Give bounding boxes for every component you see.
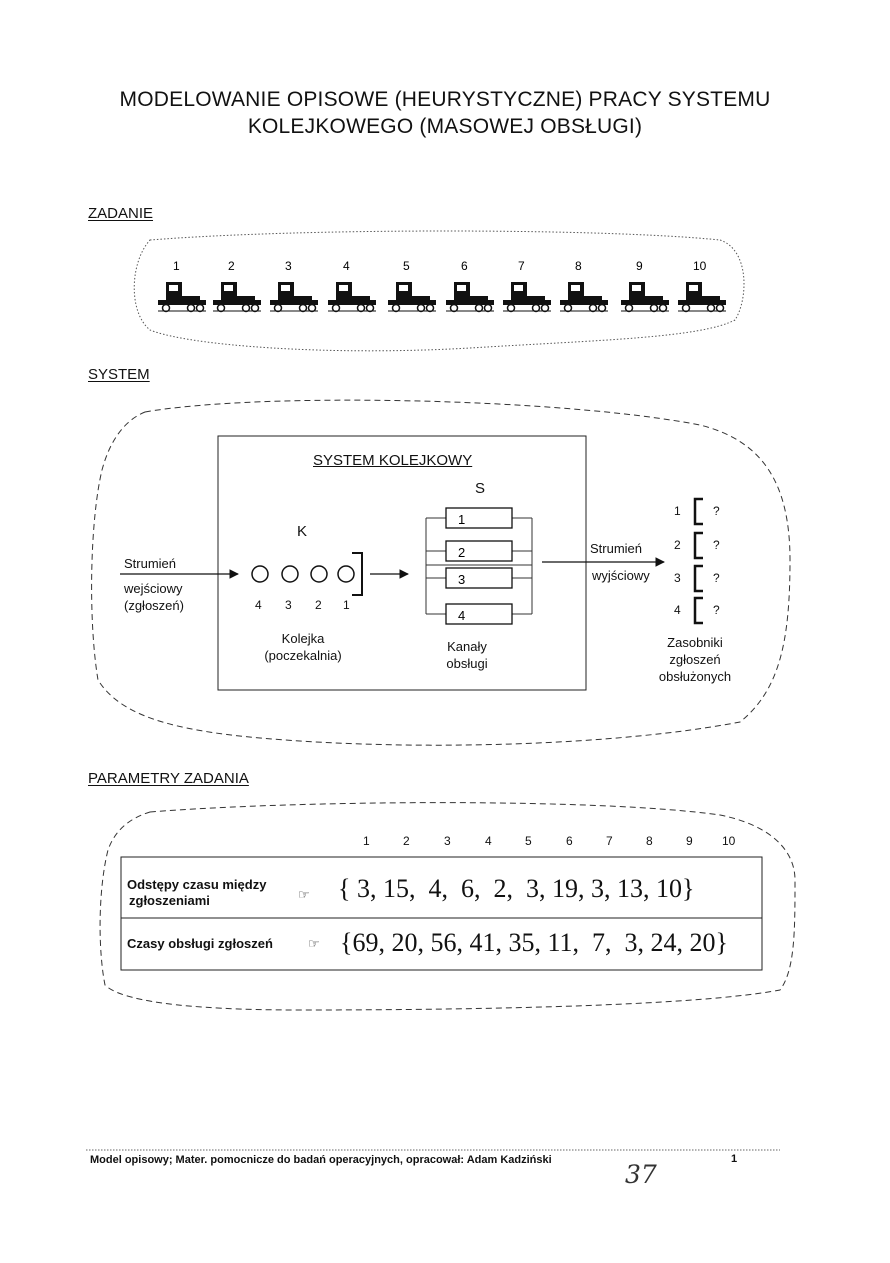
queue-slot-3: [281, 565, 299, 583]
param-column-number: 1: [363, 834, 370, 848]
bins-label-line-2: zgłoszeń: [669, 652, 721, 667]
row1-values: { 3, 15, 4, 6, 2, 3, 19, 3, 13, 10}: [338, 874, 695, 903]
footer-page-number: 1: [731, 1153, 738, 1165]
truck-icon: [621, 282, 669, 313]
queue-slot-4: [251, 565, 269, 583]
param-column-number: 4: [485, 834, 492, 848]
page-title: MODELOWANIE OPISOWE (HEURYSTYCZNE) PRACY…: [0, 86, 890, 140]
truck-icon: [446, 282, 494, 313]
param-column-number: 3: [444, 834, 451, 848]
channels-label-line-2: obsługi: [446, 656, 488, 671]
param-column-number: 8: [646, 834, 653, 848]
truck-number: 7: [518, 259, 525, 273]
bins-label-line-1: Zasobniki: [667, 635, 723, 650]
queue-label-line-2: (poczekalnia): [264, 648, 342, 663]
handwritten-page-number: 37: [625, 1160, 657, 1189]
bin-number-2: 2: [674, 538, 681, 552]
channel-3-label: 3: [458, 572, 465, 587]
truck-icon: [503, 282, 551, 313]
zadanie-cloud: [133, 230, 745, 352]
param-column-number: 7: [606, 834, 613, 848]
section-heading-parametry: PARAMETRY ZADANIA: [88, 770, 249, 787]
truck-icon: [158, 282, 206, 313]
bin-mark-4: ?: [713, 603, 720, 617]
channels-label-line-1: Kanały: [447, 639, 487, 654]
row1-label: Odstępy czasu między zgłoszeniami: [127, 877, 266, 909]
truck-number: 9: [636, 259, 643, 273]
queue-label-line-1: Kolejka: [281, 631, 325, 646]
channels-label: Kanały obsługi: [432, 638, 502, 672]
queue-slot-1: [337, 565, 355, 583]
channel-4-label: 4: [458, 608, 465, 623]
output-label-1: Strumień: [590, 541, 643, 556]
param-column-number: 5: [525, 834, 532, 848]
truck-number: 10: [693, 259, 707, 273]
truck-number: 4: [343, 259, 350, 273]
queue-slot-2: [310, 565, 328, 583]
section-heading-system: SYSTEM: [88, 366, 150, 383]
truck-number: 5: [403, 259, 410, 273]
pointing-hand-icon: ☞: [298, 887, 310, 902]
queue-circles: [251, 552, 363, 596]
input-label-2: wejściowy: [124, 581, 183, 596]
truck-icon: [328, 282, 376, 313]
bins-label-line-3: obsłużonych: [658, 669, 732, 684]
truck-number: 3: [285, 259, 292, 273]
queue-number-4: 4: [255, 598, 262, 612]
section-heading-zadanie: ZADANIE: [88, 205, 154, 222]
system-box: [217, 435, 587, 691]
queue-bracket: [352, 552, 363, 596]
bin-number-1: 1: [674, 504, 681, 518]
service-channels: 1 2 3 4: [425, 507, 533, 625]
param-column-number: 10: [722, 834, 736, 848]
queue-label: Kolejka (poczekalnia): [248, 630, 358, 664]
truck-number: 1: [173, 259, 180, 273]
bin-number-4: 4: [674, 603, 681, 617]
system-box-title: SYSTEM KOLEJKOWY: [313, 452, 473, 469]
truck-number: 2: [228, 259, 235, 273]
title-line-2: KOLEJKOWEGO (MASOWEJ OBSŁUGI): [247, 115, 643, 138]
row2-label: Czasy obsługi zgłoszeń: [127, 936, 273, 951]
system-cloud: [91, 399, 791, 746]
input-label-3: (zgłoszeń): [124, 598, 184, 613]
queue-number-1: 1: [343, 598, 350, 612]
truck-icon: [270, 282, 318, 313]
input-label-1: Strumień: [124, 556, 177, 571]
bins-label: Zasobniki zgłoszeń obsłużonych: [642, 634, 748, 685]
truck-icon: [678, 282, 726, 313]
params-cloud: [99, 802, 796, 1011]
truck-number: 8: [575, 259, 582, 273]
truck-row: 1 2 3 4 5 6 7 8 9 10: [158, 259, 726, 313]
queue-number-3: 3: [285, 598, 292, 612]
queue-number-2: 2: [315, 598, 322, 612]
row2-values: {69, 20, 56, 41, 35, 11, 7, 3, 24, 20}: [340, 928, 728, 957]
server-letter: S: [475, 480, 486, 497]
row1-label-line-1: Odstępy czasu między: [127, 877, 267, 892]
channel-2-label: 2: [458, 545, 465, 560]
pointing-hand-icon: ☞: [308, 936, 320, 951]
bin-mark-2: ?: [713, 538, 720, 552]
channel-1-label: 1: [458, 512, 465, 527]
param-column-number: 9: [686, 834, 693, 848]
truck-icon: [213, 282, 261, 313]
bin-number-3: 3: [674, 571, 681, 585]
output-bins: [693, 497, 703, 625]
truck-icon: [388, 282, 436, 313]
truck-number: 6: [461, 259, 468, 273]
param-column-number: 2: [403, 834, 410, 848]
title-line-1: MODELOWANIE OPISOWE (HEURYSTYCZNE) PRACY…: [119, 88, 771, 111]
row1-label-line-2: zgłoszeniami: [129, 893, 210, 908]
footer-text: Model opisowy; Mater. pomocnicze do bada…: [90, 1154, 552, 1166]
params-column-numbers: 1 2 3 4 5 6 7 8 9 10: [0, 834, 890, 850]
queue-letter: K: [297, 523, 308, 540]
bin-mark-1: ?: [713, 504, 720, 518]
params-table: [120, 856, 763, 971]
output-label-2: wyjściowy: [592, 568, 650, 583]
param-column-number: 6: [566, 834, 573, 848]
truck-icon: [560, 282, 608, 313]
bin-mark-3: ?: [713, 571, 720, 585]
